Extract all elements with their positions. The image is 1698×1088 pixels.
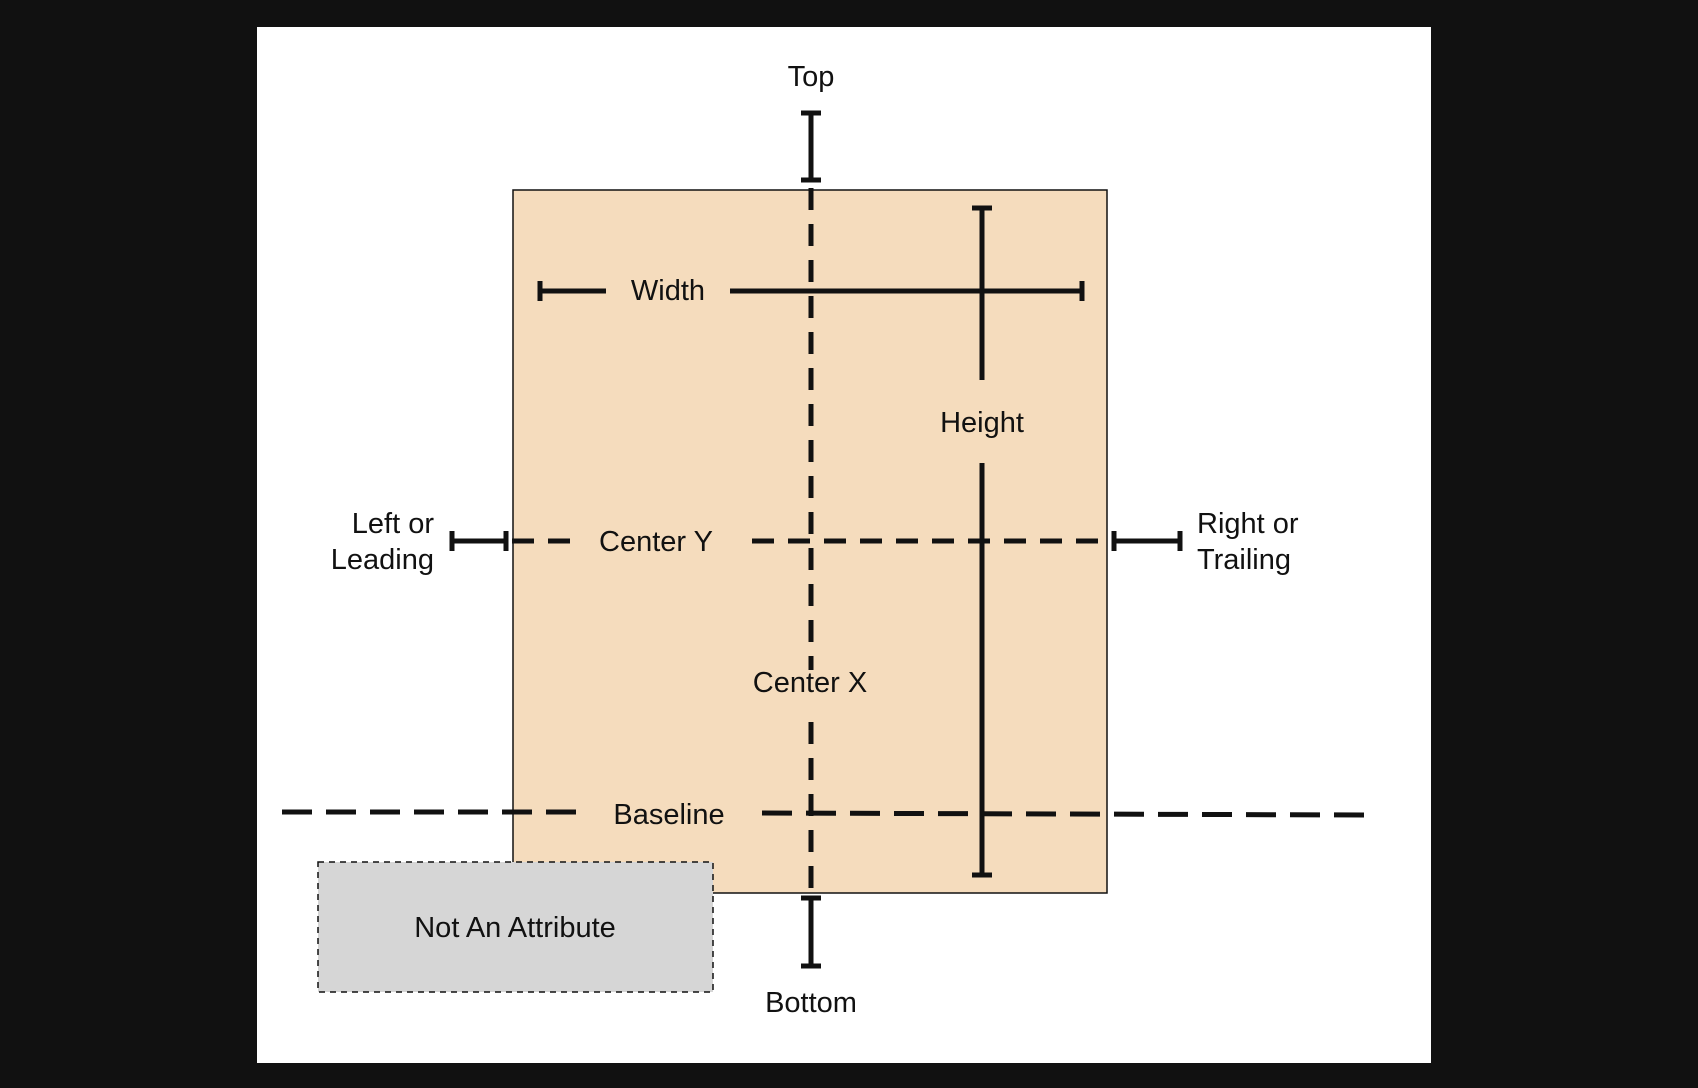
width-marker [537,281,1085,301]
height-label: Height [940,407,1024,439]
center-y-label: Center Y [599,526,713,558]
right-trailing-label-line2: Trailing [1197,544,1292,576]
not-attribute-box [317,861,714,993]
center-x-label: Center X [752,667,868,699]
right-trailing-marker [1111,531,1183,551]
baseline-label: Baseline [613,799,725,831]
right-trailing-label-line1: Right or [1197,508,1299,540]
left-leading-label-line2: Leading [330,544,434,576]
baseline-line-right [761,810,1365,818]
left-leading-label-line1: Left or [351,508,434,540]
width-label: Width [630,275,706,307]
left-leading-marker [449,531,509,551]
bottom-label: Bottom [765,987,857,1019]
top-label: Top [787,61,835,93]
top-marker [801,110,821,183]
bottom-marker [801,895,821,969]
height-marker [972,205,992,878]
not-attribute-label: Not An Attribute [414,912,616,944]
